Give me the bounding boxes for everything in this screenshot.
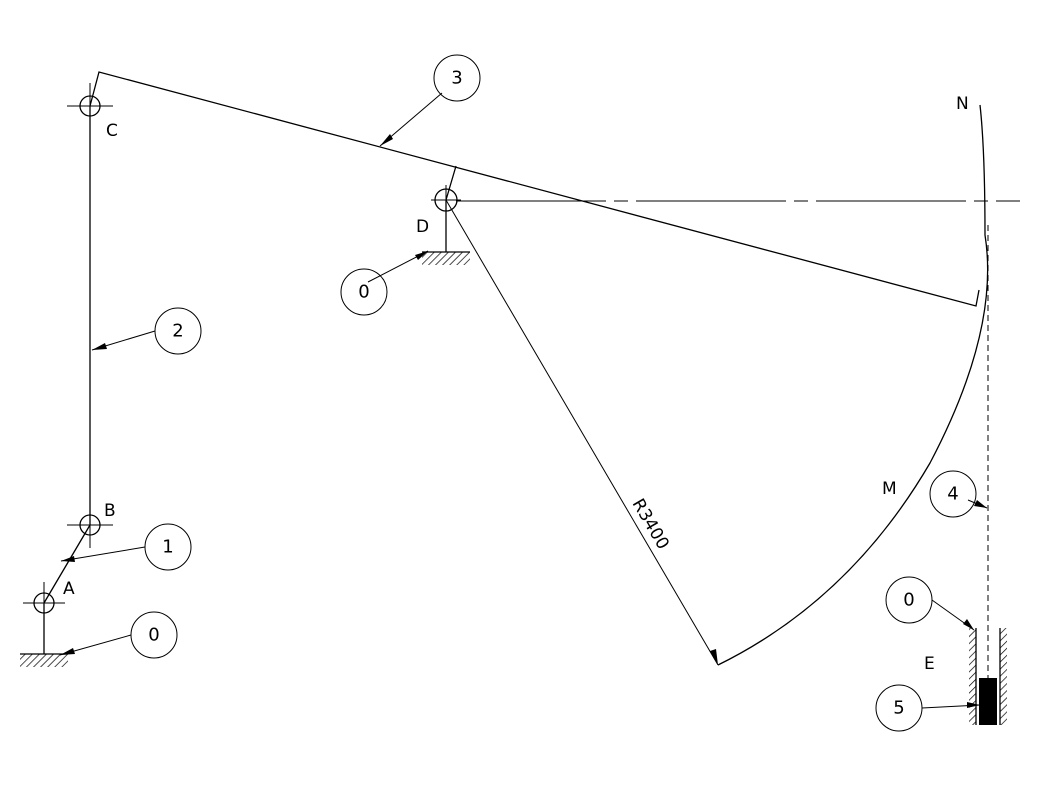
svg-text:0: 0 xyxy=(148,625,159,646)
slider-5-block xyxy=(979,678,997,725)
label-e: E xyxy=(924,654,935,674)
svg-text:5: 5 xyxy=(893,698,904,719)
leader-crank xyxy=(60,546,146,562)
leader-frame-a xyxy=(59,634,132,656)
balloon-frame-d: 0 xyxy=(340,268,388,316)
arc-mn xyxy=(717,104,989,666)
svg-text:3: 3 xyxy=(451,68,462,89)
link-3-rocker xyxy=(89,71,980,307)
balloon-frame-e: 0 xyxy=(885,576,933,624)
radius-dimension-line xyxy=(445,199,719,666)
balloon-coupler: 2 xyxy=(154,307,202,355)
label-a: A xyxy=(63,579,75,599)
leader-frame-e xyxy=(931,599,975,631)
label-n: N xyxy=(956,94,969,114)
label-b: B xyxy=(104,501,116,521)
balloon-rod: 4 xyxy=(929,470,977,518)
leader-rod xyxy=(967,499,988,509)
svg-text:1: 1 xyxy=(162,537,173,558)
label-m: M xyxy=(882,479,897,499)
ground-a xyxy=(20,603,68,667)
label-c: C xyxy=(106,121,118,141)
leader-rocker xyxy=(379,92,443,147)
slider-guide-e xyxy=(969,628,1007,725)
leader-coupler xyxy=(91,330,156,351)
svg-text:0: 0 xyxy=(358,282,369,303)
svg-text:4: 4 xyxy=(947,484,958,505)
balloon-crank: 1 xyxy=(144,523,192,571)
balloon-frame-a: 0 xyxy=(130,611,178,659)
radius-dimension-text: R3400 xyxy=(628,495,673,553)
leader-slider xyxy=(921,702,981,709)
svg-text:0: 0 xyxy=(903,590,914,611)
link-1-crank xyxy=(43,524,91,604)
leader-frame-d xyxy=(367,250,429,283)
label-d: D xyxy=(416,217,429,237)
svg-text:2: 2 xyxy=(172,321,183,342)
balloon-slider: 5 xyxy=(875,684,923,732)
ground-d xyxy=(422,200,470,265)
balloon-rocker: 3 xyxy=(433,54,481,102)
